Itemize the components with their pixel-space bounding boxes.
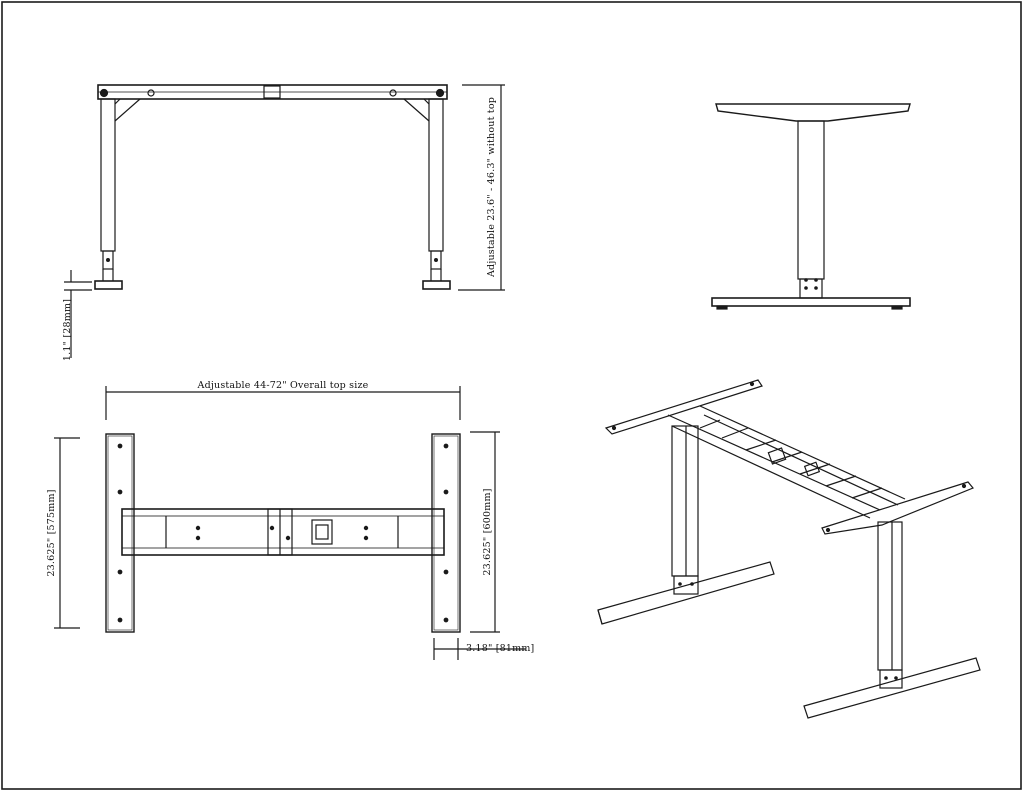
- depth-left-label: 23.625" [575mm]: [46, 489, 57, 576]
- height-range-label: Adjustable 23.6" - 46.3" without top: [486, 97, 497, 278]
- foot-width-label: 3.18" [81mm]: [466, 643, 534, 654]
- width-range-label: Adjustable 44-72" Overall top size: [197, 380, 369, 391]
- depth-right-label: 23.625" [600mm]: [482, 488, 493, 575]
- side-view: [711, 103, 911, 310]
- front-view: [64, 84, 505, 358]
- top-view: [54, 386, 526, 660]
- foot-height-label: 1.1" [28mm]: [62, 299, 73, 361]
- isometric-view: [597, 379, 981, 719]
